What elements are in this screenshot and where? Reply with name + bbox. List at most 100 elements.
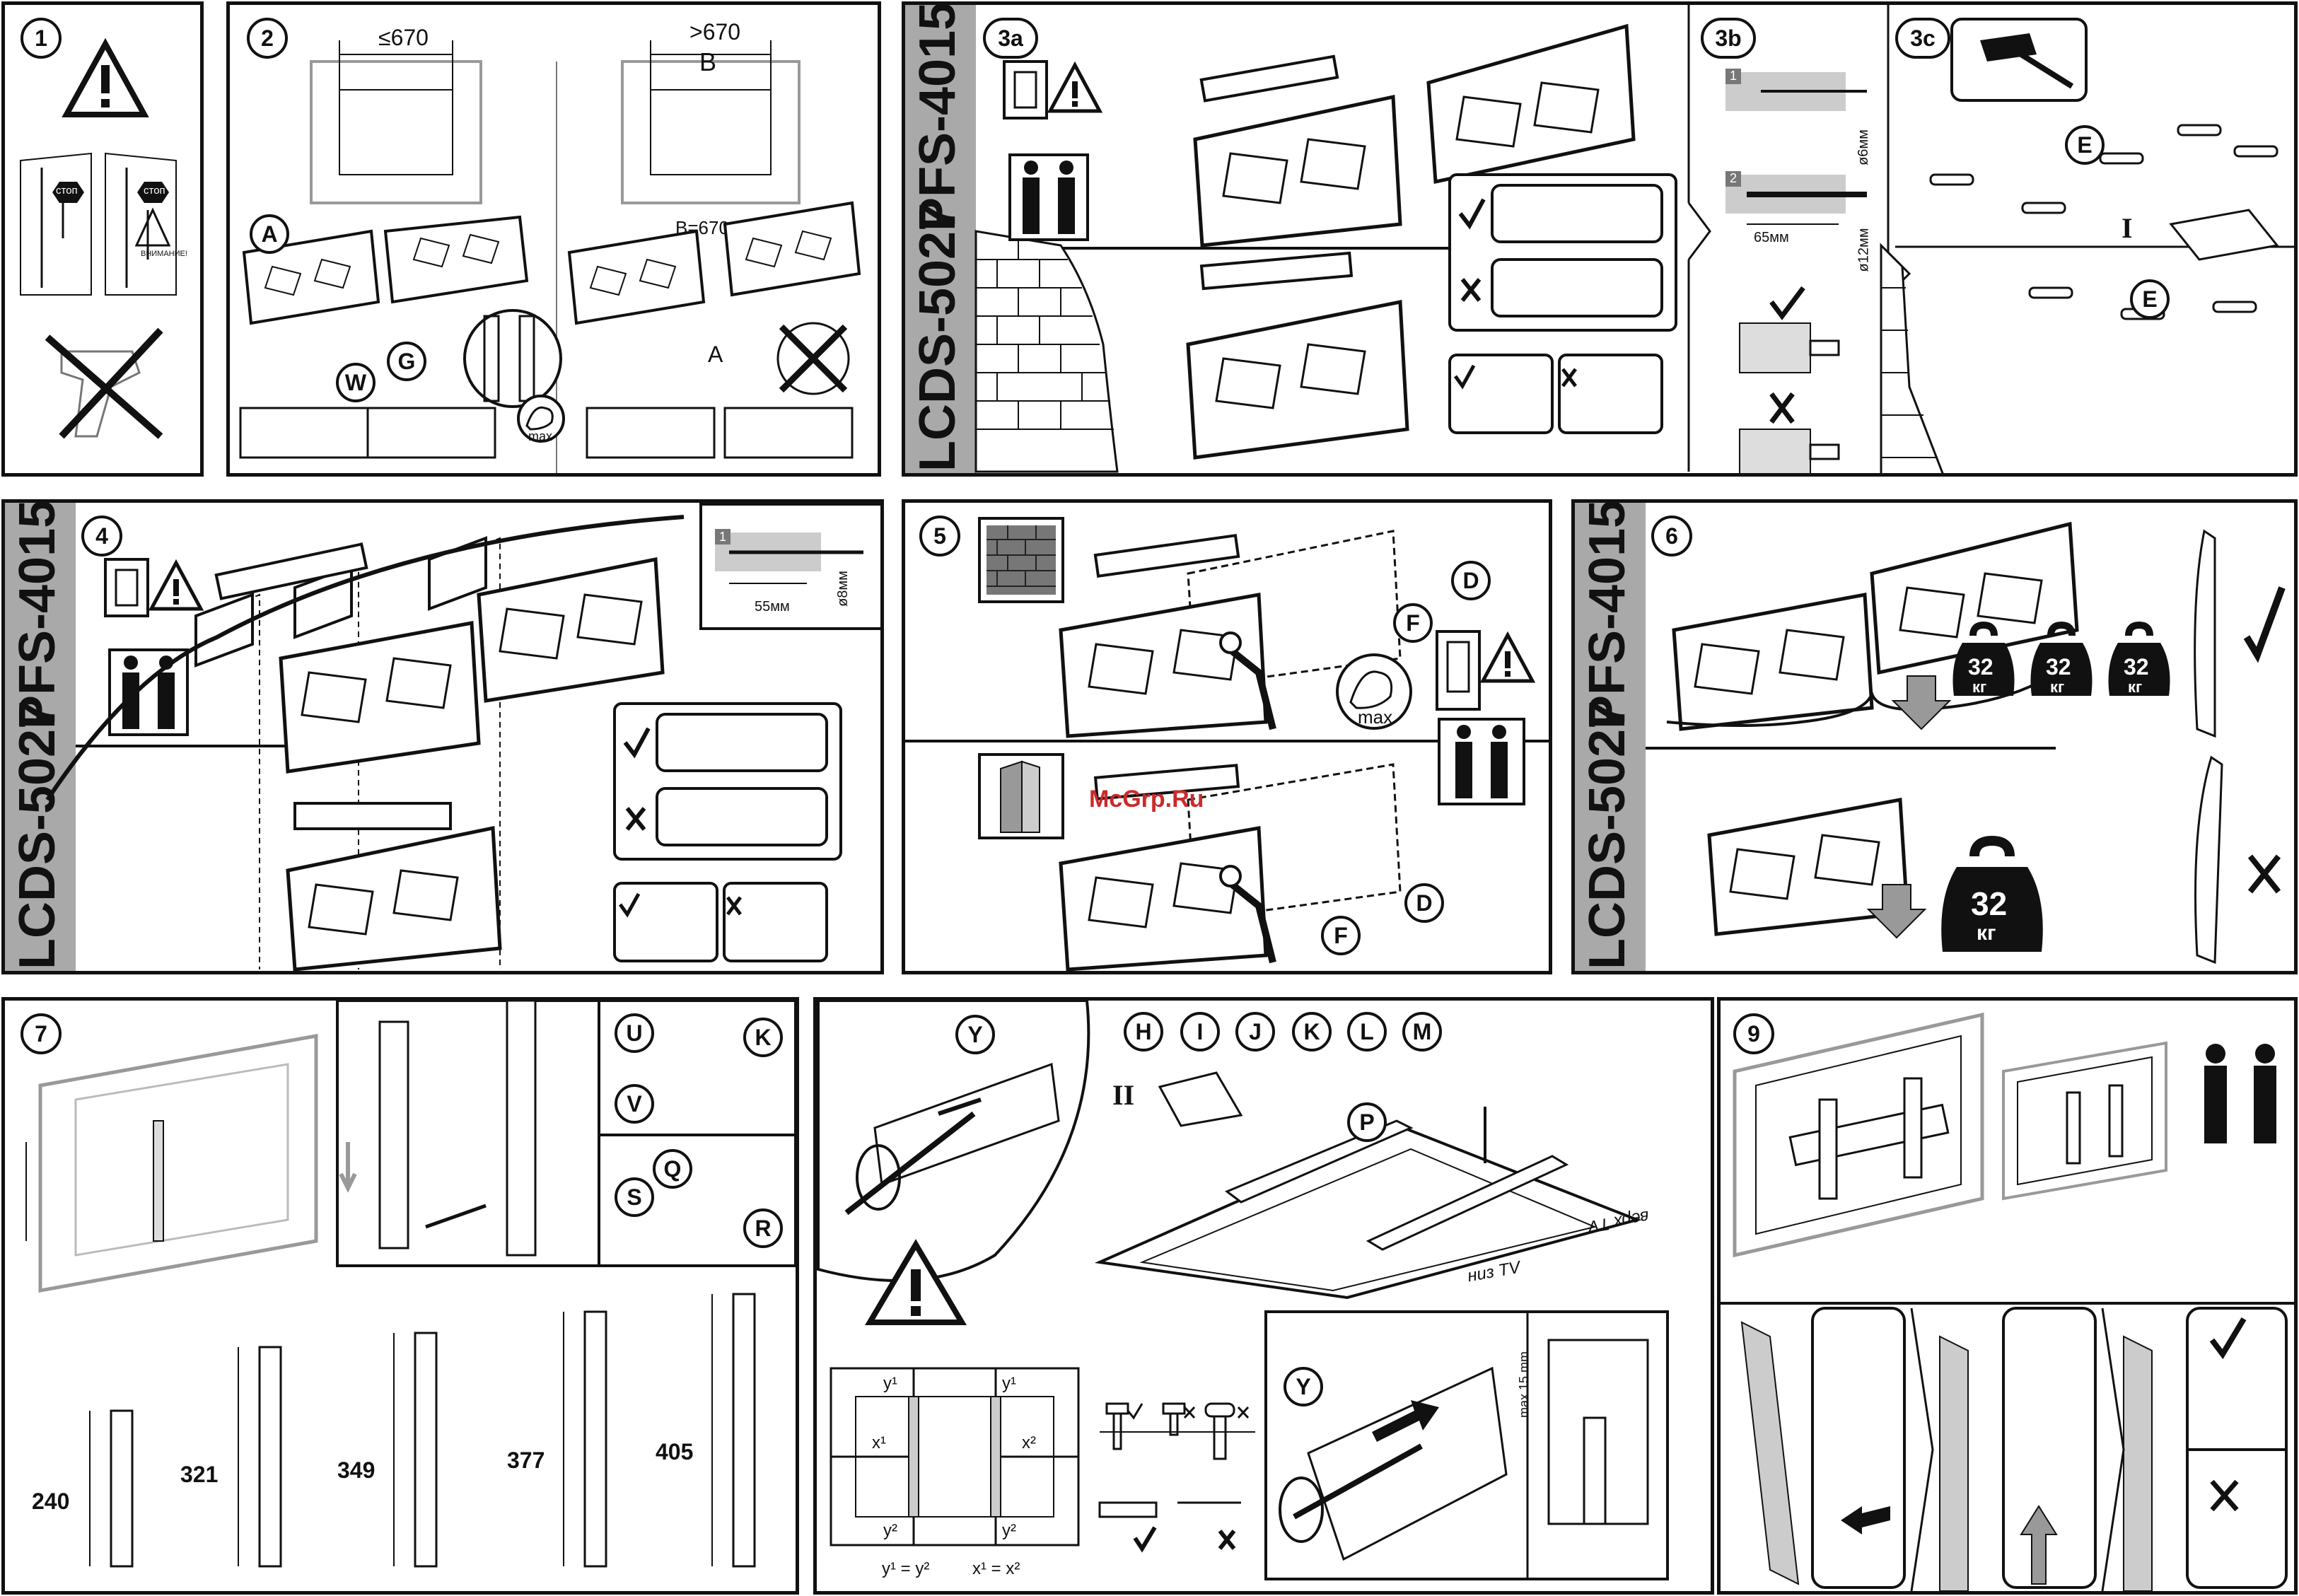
dimension-label: ≤670 — [378, 25, 429, 50]
diameter-label: ø8мм — [834, 571, 851, 607]
weight-unit: кг — [1972, 678, 1987, 696]
tv-outline-small — [310, 40, 482, 204]
bracket-height-variants — [89, 1293, 756, 1568]
muscle-icon — [517, 395, 565, 443]
part-label-u: U — [615, 1013, 654, 1053]
spacing-label: y² — [1002, 1521, 1016, 1540]
equation-label: x¹ = x² — [972, 1559, 1020, 1578]
part-label-f: F — [1321, 916, 1361, 955]
step-box-label: 1 — [1730, 69, 1738, 83]
tv-mounted-large — [1733, 1012, 1984, 1258]
wood-stud-icon — [978, 753, 1064, 839]
max-label: max — [528, 429, 553, 443]
spacing-label: x¹ — [872, 1433, 886, 1452]
part-label-y: Y — [1284, 1367, 1323, 1406]
dimension-label: A — [708, 342, 723, 367]
brick-wall-icon — [978, 517, 1064, 603]
spacing-diagram — [830, 1367, 1080, 1547]
bracket-height-label: 405 — [656, 1439, 694, 1464]
plate-single — [1707, 798, 1927, 939]
plate-strip-bottom — [239, 407, 854, 459]
anchors-scatter — [1929, 124, 2279, 320]
part-label-i: I — [1180, 1012, 1220, 1052]
part-label-q: Q — [653, 1149, 692, 1189]
model-label-lcds: LCDS-5027 — [909, 202, 966, 472]
model-sidebar — [1575, 503, 1646, 971]
weight-icon — [1952, 621, 2015, 696]
weight-icon — [2030, 621, 2093, 696]
horizontal-divider — [1721, 1302, 2294, 1305]
part-label-r: R — [743, 1208, 783, 1248]
horizontal-divider — [1646, 747, 2056, 750]
step-box-label: 2 — [1730, 171, 1738, 185]
bracket-closeup-box — [336, 1001, 796, 1267]
part-label-m: M — [1402, 1012, 1442, 1052]
hardware-bag — [1158, 1071, 1243, 1127]
tv-back-view — [25, 1034, 318, 1293]
stop-label: стоп — [144, 185, 165, 197]
part-label-d: D — [1451, 561, 1491, 600]
step-box-label: 1 — [719, 530, 727, 544]
weight-value: 32 — [2124, 654, 2149, 680]
wall-pipes-illustration — [20, 152, 177, 296]
plates-pair — [1666, 521, 2079, 731]
part-label-y: Y — [955, 1015, 995, 1054]
wooden-stud-wall — [45, 515, 685, 971]
weight-icon — [2108, 621, 2170, 696]
clip-options-box — [1448, 354, 1663, 434]
model-label-pfs: PFS-4015 — [1579, 499, 1636, 729]
step-number: 2 — [247, 18, 288, 59]
check-options-box — [1448, 173, 1677, 332]
tv-mounted-small — [2002, 1041, 2167, 1201]
wall-plates-right — [567, 201, 861, 325]
two-persons-icon — [2204, 1044, 2276, 1143]
part-label-j: J — [1235, 1012, 1275, 1052]
part-label-d: D — [1404, 883, 1444, 923]
two-persons-icon — [108, 648, 189, 736]
plate-screwing-bottom — [1059, 763, 1402, 971]
detail-circle — [463, 309, 562, 408]
wall-plates-left — [242, 215, 529, 325]
plate-screwing-top — [1059, 530, 1402, 738]
model-label-pfs: PFS-4015 — [9, 499, 66, 729]
part-label-e: E — [2065, 125, 2105, 165]
part-label-f: F — [1393, 603, 1433, 643]
drill-depth-diagram — [699, 503, 880, 630]
tv-back-with-rails — [1094, 1107, 1642, 1300]
step-number: 6 — [1651, 516, 1692, 557]
step-number: 4 — [81, 516, 122, 557]
dimension-label: >670 — [689, 19, 741, 45]
level-and-plates-top — [1193, 23, 1636, 247]
package-label: I — [2122, 212, 2133, 244]
info-warning-icon — [1436, 630, 1536, 711]
level-and-plate-bottom — [1186, 251, 1409, 460]
tv-outline-large — [621, 40, 801, 204]
max-depth-label: max 15 mm — [1517, 1351, 1531, 1418]
info-warning-icon — [104, 558, 204, 617]
model-label-lcds: LCDS-5027 — [1579, 700, 1636, 969]
bracket-height-label: 240 — [32, 1489, 70, 1514]
step-number: 1 — [21, 18, 62, 59]
warning-icon — [62, 37, 149, 117]
bracket-height-label: 377 — [507, 1448, 545, 1473]
check-options-box — [613, 702, 842, 861]
panel-step-9: 9 — [1717, 997, 2298, 1595]
info-warning-icon — [1003, 60, 1103, 120]
part-label-k: K — [743, 1018, 783, 1057]
equation-label: y¹ = y² — [882, 1559, 930, 1578]
part-label-s: S — [615, 1177, 654, 1217]
model-sidebar — [5, 503, 76, 971]
part-label-v: V — [615, 1084, 654, 1124]
chevron-separator — [1687, 5, 1711, 472]
part-label-a: A — [250, 214, 289, 254]
wall-edge — [1880, 243, 1944, 473]
warning-icon — [864, 1239, 967, 1325]
panel-step-2: 2 ≤670 >670 B B=670+A A G W A max — [226, 1, 881, 477]
depth-label: 55мм — [755, 599, 790, 614]
step-number: 3c — [1895, 18, 1950, 59]
step-number: 3b — [1701, 18, 1756, 59]
part-label-h: H — [1124, 1012, 1163, 1052]
spacing-label: y¹ — [1002, 1374, 1016, 1393]
brick-wall — [974, 230, 1119, 473]
screw-length-options — [1098, 1402, 1255, 1553]
